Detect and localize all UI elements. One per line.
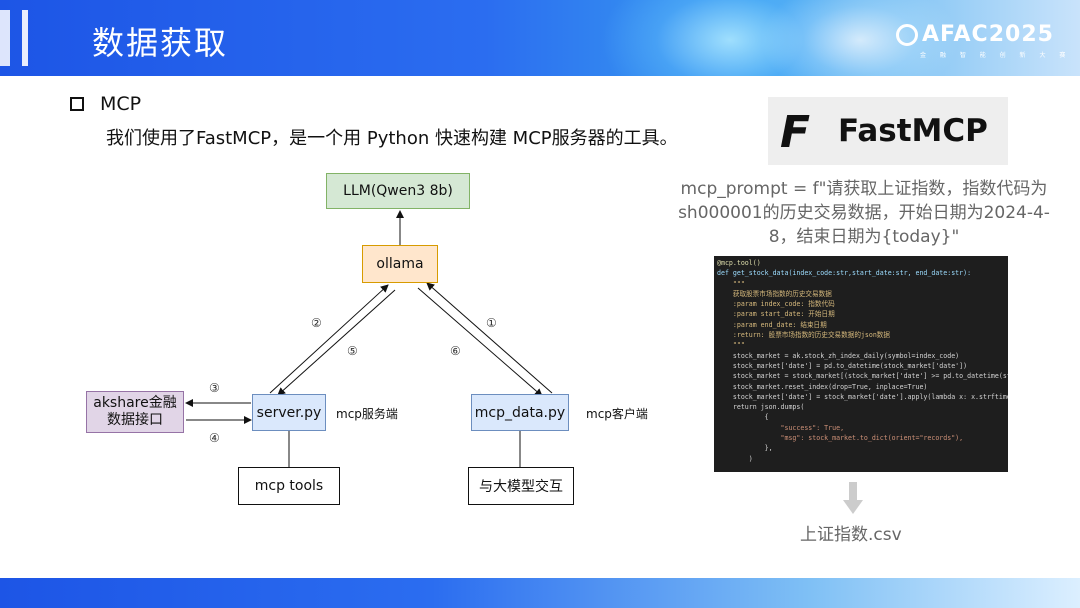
output-file-label: 上证指数.csv — [800, 525, 902, 545]
logo-subtext: 金 融 智 能 创 新 大 赛 — [920, 52, 1072, 59]
node-llm: LLM(Qwen3 8b) — [326, 173, 470, 209]
code-line: """ — [717, 341, 745, 350]
code-line: @mcp.tool() — [717, 259, 761, 267]
node-mcp-tools: mcp tools — [238, 467, 340, 505]
code-line: "msg": stock_market.to_dict(orient="reco… — [717, 434, 964, 443]
header-accent-bar — [0, 10, 10, 66]
header-accent-bar-thin — [22, 10, 28, 66]
code-line: :return: 股票市场指数的历史交易数据的json数据 — [717, 331, 890, 340]
step-5-label: ⑤ — [347, 344, 358, 358]
node-server: server.py — [252, 394, 326, 431]
code-line: stock_market = stock_market[(stock_marke… — [732, 372, 1008, 381]
code-snippet: @mcp.tool() def get_stock_data(index_code… — [714, 256, 1008, 472]
code-line: stock_market['date'] = pd.to_datetime(st… — [717, 361, 968, 370]
step-2-label: ② — [311, 316, 322, 330]
code-line: :param end_date: 结束日期 — [717, 320, 827, 329]
code-line: def get_stock_data(index_code:str,start_… — [717, 269, 972, 278]
node-akshare-line2: 数据接口 — [107, 412, 163, 428]
step-4-label: ④ — [209, 431, 220, 445]
step-1-label: ① — [486, 316, 497, 330]
section-heading: MCP — [100, 93, 142, 115]
code-line: { — [717, 413, 769, 422]
code-line: return json.dumps( — [717, 403, 805, 412]
footer-banner — [0, 578, 1080, 608]
node-ollama: ollama — [362, 245, 438, 283]
code-line: stock_market['date'] = stock_market['dat… — [732, 392, 1008, 401]
header-decoration-glow — [760, 0, 960, 76]
node-akshare: akshare金融 数据接口 — [86, 391, 184, 433]
bullet-square-icon — [70, 97, 84, 111]
code-line: }, — [717, 444, 773, 453]
code-line: stock_market = ak.stock_zh_index_daily(s… — [717, 351, 960, 360]
code-line: """ — [717, 279, 745, 288]
code-line: 获取股票市场指数的历史交易数据 — [717, 289, 832, 298]
logo-ring-icon — [896, 24, 918, 46]
node-akshare-line1: akshare金融 — [93, 395, 177, 411]
section-description: 我们使用了FastMCP，是一个用 Python 快速构建 MCP服务器的工具。 — [106, 128, 678, 149]
client-role-label: mcp客户端 — [586, 407, 648, 421]
fastmcp-logo-text: FastMCP — [838, 113, 988, 149]
server-role-label: mcp服务端 — [336, 407, 398, 421]
fastmcp-logo: F FastMCP — [768, 97, 1008, 165]
code-line: ) — [717, 454, 753, 463]
code-line: :param start_date: 开始日期 — [717, 310, 835, 319]
node-mcp-data: mcp_data.py — [471, 394, 569, 431]
code-line: "success": True, — [717, 423, 845, 432]
slide-title: 数据获取 — [92, 24, 229, 62]
mcp-prompt-text: mcp_prompt = f"请获取上证指数，指数代码为sh000001的历史交… — [678, 179, 1050, 247]
code-line: :param index_code: 指数代码 — [717, 300, 835, 309]
fastmcp-mark-icon: F — [780, 107, 811, 158]
code-line: stock_market.reset_index(drop=True, inpl… — [717, 382, 928, 391]
logo-text: AFAC2025 — [922, 22, 1054, 47]
node-llm-interaction: 与大模型交互 — [468, 467, 574, 505]
step-6-label: ⑥ — [450, 344, 461, 358]
step-3-label: ③ — [209, 381, 220, 395]
arrow-down-icon — [843, 482, 863, 514]
